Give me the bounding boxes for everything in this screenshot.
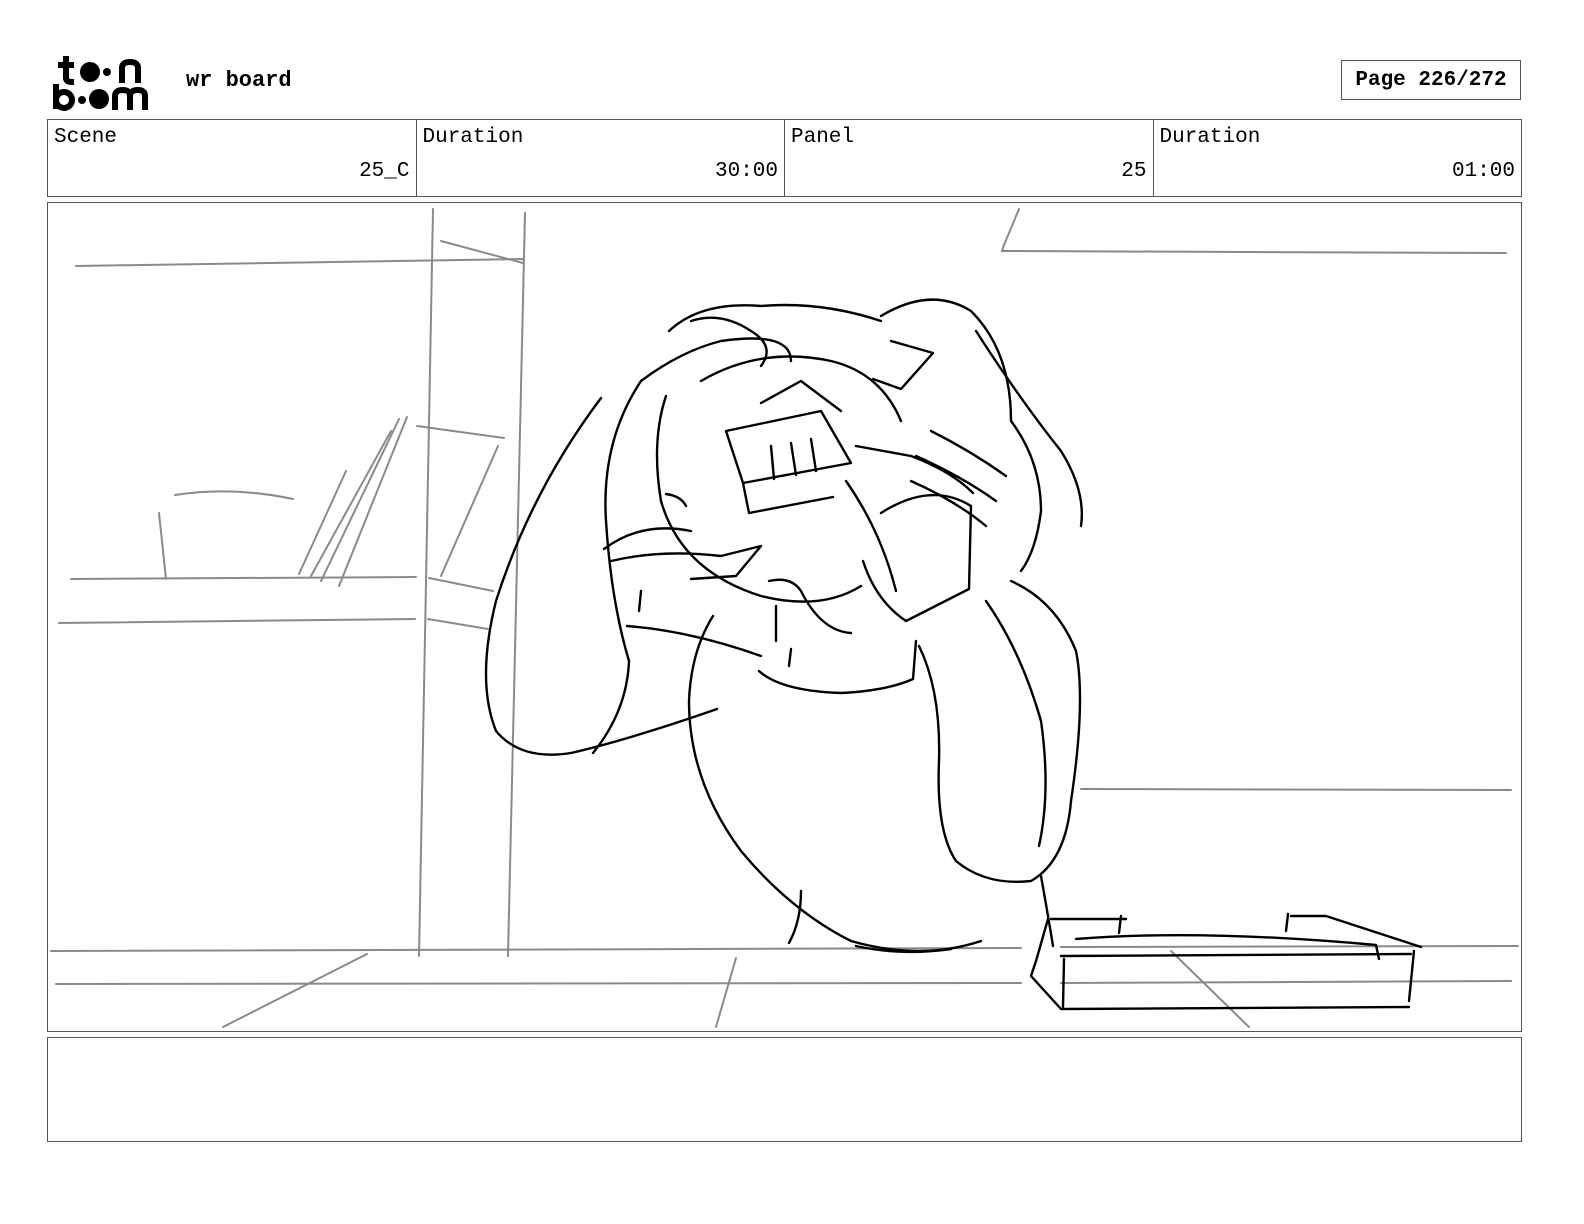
scene-label: Scene xyxy=(54,126,118,149)
background-layout xyxy=(50,208,1519,1028)
panel-value: 25 xyxy=(1121,160,1147,183)
scene-duration-label: Duration xyxy=(422,126,524,149)
scene-cell: Scene 25_C xyxy=(48,120,417,196)
panel-duration-value: 01:00 xyxy=(1451,160,1515,183)
panel-duration-cell: Duration 01:00 xyxy=(1154,120,1522,196)
page-indicator: Page 226/272 xyxy=(1341,60,1521,100)
character-sketch xyxy=(484,298,1423,1011)
page-indicator-text: Page 226/272 xyxy=(1355,68,1507,92)
scene-info-table: Scene 25_C Duration 30:00 Panel 25 Durat… xyxy=(47,119,1522,197)
panel-notes-box xyxy=(47,1037,1522,1142)
board-title: wr board xyxy=(186,68,292,93)
toon-boom-logo xyxy=(53,56,148,111)
panel-duration-label: Duration xyxy=(1159,126,1261,149)
scene-duration-value: 30:00 xyxy=(714,160,778,183)
panel-cell: Panel 25 xyxy=(785,120,1154,196)
scene-value: 25_C xyxy=(359,160,410,183)
panel-label: Panel xyxy=(791,126,855,149)
panel-sketch xyxy=(50,208,1519,1028)
storyboard-panel xyxy=(47,202,1522,1032)
scene-duration-cell: Duration 30:00 xyxy=(417,120,785,196)
